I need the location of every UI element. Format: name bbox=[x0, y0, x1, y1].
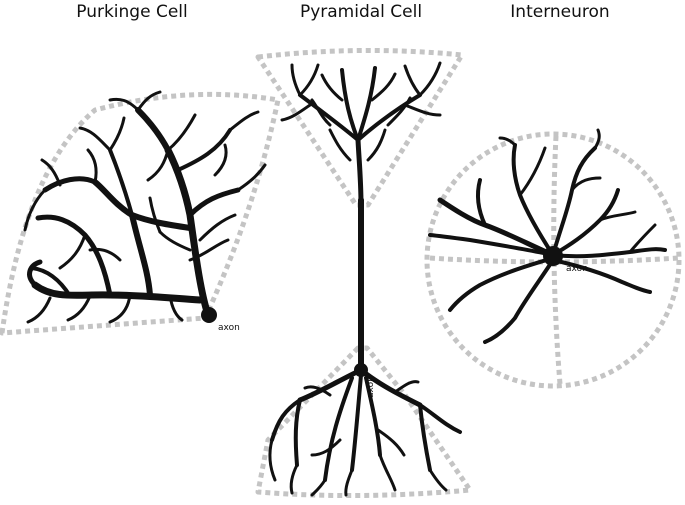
pyramidal-axon-label: axon bbox=[366, 376, 376, 398]
purkinje-axon-label: axon bbox=[218, 323, 240, 333]
pyramidal-cell-title: Pyramidal Cell bbox=[299, 2, 423, 22]
pyramidal-apical-tuft bbox=[280, 61, 442, 208]
interneuron-horizontal-axis bbox=[429, 255, 679, 265]
pyramidal-basal-dendrites bbox=[268, 367, 462, 497]
purkinje-soma bbox=[201, 307, 217, 323]
interneuron-soma bbox=[543, 246, 563, 266]
interneuron-vertical-axis bbox=[551, 135, 563, 385]
purkinje-cell-title: Purkinge Cell bbox=[76, 2, 188, 22]
pyramidal-cell: axon bbox=[255, 47, 473, 499]
pyramidal-apical-territory-outline bbox=[255, 47, 465, 208]
interneuron: axon bbox=[424, 128, 682, 389]
interneuron-title: Interneuron bbox=[510, 2, 610, 22]
pyramidal-soma bbox=[354, 363, 368, 377]
purkinje-territory-outline bbox=[0, 91, 281, 336]
pyramidal-basal-territory-outline bbox=[255, 345, 473, 499]
interneuron-dendrites bbox=[428, 128, 667, 344]
interneuron-territory-outline bbox=[424, 131, 682, 389]
purkinje-dendritic-tree bbox=[23, 90, 267, 324]
interneuron-axon-label: axon bbox=[566, 264, 588, 274]
purkinje-cell: axon bbox=[0, 90, 281, 336]
